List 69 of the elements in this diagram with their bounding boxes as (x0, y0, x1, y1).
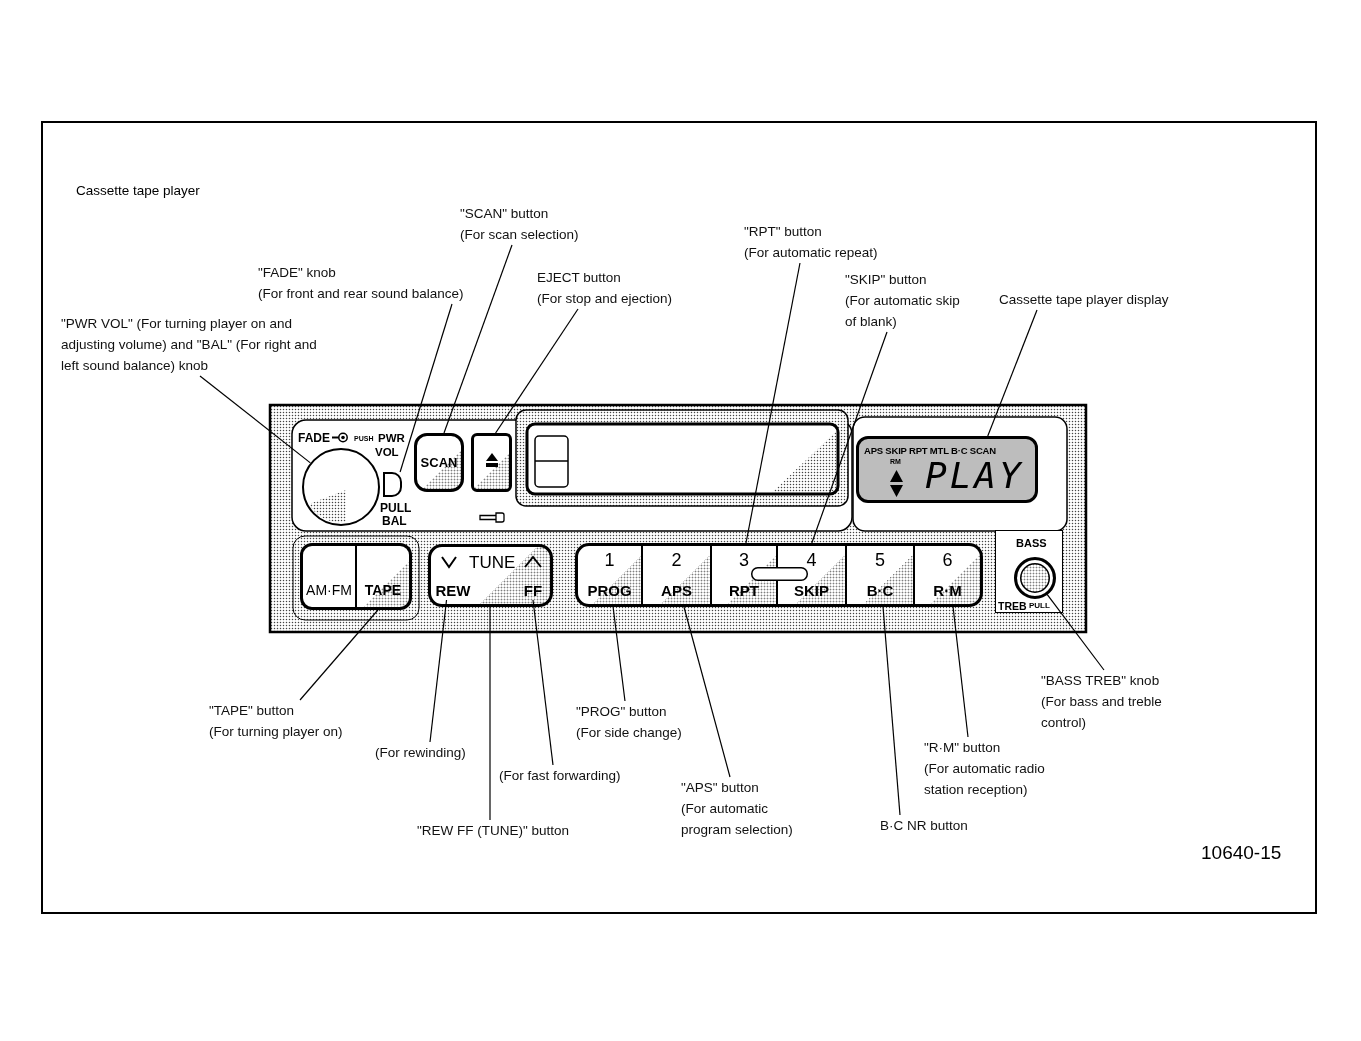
callout-text: "PWR VOL" (For turning player on and adjusting volume) and "BAL" (For right and left sound balance) knob (61, 313, 329, 376)
panel-marking: PULL (1029, 601, 1050, 611)
callout-description: (For turning player on) (209, 723, 343, 741)
panel-marking: BAL (382, 514, 407, 528)
leader-line (399, 303, 453, 473)
callout-text: "REW FF (TUNE)" button (417, 820, 570, 841)
panel-marking: BASS (1016, 537, 1047, 550)
status-indicators: APS SKIP RPT MTL B·C SCAN (864, 445, 996, 456)
leader-line (1046, 593, 1105, 671)
leader-line (489, 606, 491, 821)
panel-marking: FADE (298, 431, 330, 445)
preset-button: 3 RPT (712, 543, 778, 607)
panel-marking: PWR (378, 431, 405, 445)
play-readout: PLAY (925, 456, 1024, 496)
callout-description: (For automatic program selection) (681, 800, 794, 839)
preset-button: 1 PROG (575, 543, 643, 607)
tune-rocker-button (428, 544, 553, 607)
bass-treble-knob (1013, 556, 1056, 599)
eject-button (471, 433, 512, 492)
preset-button: 4 SKIP (778, 543, 847, 607)
callout-heading: "PROG" button (576, 703, 667, 721)
rew-label: REW (434, 582, 472, 600)
callout-text: Cassette tape player display (999, 289, 1169, 310)
callout-description: (For bass and treble control) (1041, 693, 1163, 732)
fade-knob (383, 472, 402, 497)
callout-heading: EJECT button (537, 269, 621, 287)
panel-marking: VOL (375, 445, 399, 459)
callout-heading: "APS" button (681, 779, 759, 797)
callout-text: (For fast forwarding) (499, 765, 621, 786)
tape-button: TAPE (357, 543, 412, 610)
callout-heading: "TAPE" button (209, 702, 295, 720)
preset-button: 2 APS (643, 543, 712, 607)
callout-heading: "RPT" button (744, 223, 822, 241)
bass-treble-panel (995, 530, 1063, 613)
preset-button: 6 R·M (915, 543, 983, 607)
callout-heading: "SCAN" button (460, 205, 549, 223)
callout-heading: "R·M" button (924, 739, 1001, 757)
callout-description: (For side change) (576, 724, 682, 742)
leader-line (443, 244, 513, 434)
callout-heading: "SKIP" button (845, 271, 927, 289)
callout-description: (For stop and ejection) (537, 290, 673, 308)
leader-line (429, 599, 448, 743)
am-fm-button: AM·FM (300, 543, 357, 610)
scan-button: SCAN (414, 433, 464, 492)
callout-heading: "BASS TREB" knob (1041, 672, 1160, 690)
lcd-display (856, 436, 1038, 503)
panel-marking: PULL (380, 501, 412, 515)
callout-description: (For automatic radio station reception) (924, 760, 1046, 799)
callout-description: (For scan selection) (460, 226, 579, 244)
callout-text: (For rewinding) (375, 742, 466, 763)
leader-line (612, 606, 626, 702)
tune-label: TUNE (469, 553, 516, 572)
ff-label: FF (521, 582, 545, 600)
leader-line (683, 606, 731, 778)
leader-line (882, 606, 901, 816)
panel-marking: TREB (998, 600, 1027, 613)
leader-line (952, 606, 969, 738)
preset-button: 5 B·C (847, 543, 915, 607)
leader-line (745, 262, 801, 544)
figure-number: 10640-15 (1201, 842, 1282, 863)
callout-heading: "FADE" knob (258, 264, 336, 282)
callout-description: (For front and rear sound balance) (258, 285, 464, 303)
leader-line (811, 331, 888, 544)
callout-description: (For automatic skip of blank) (845, 292, 961, 331)
leader-line (495, 308, 579, 434)
callout-text: B·C NR button (880, 815, 968, 836)
callout-description: (For automatic repeat) (744, 244, 878, 262)
figure-title: Cassette tape player (76, 182, 200, 200)
leader-line (987, 309, 1038, 437)
